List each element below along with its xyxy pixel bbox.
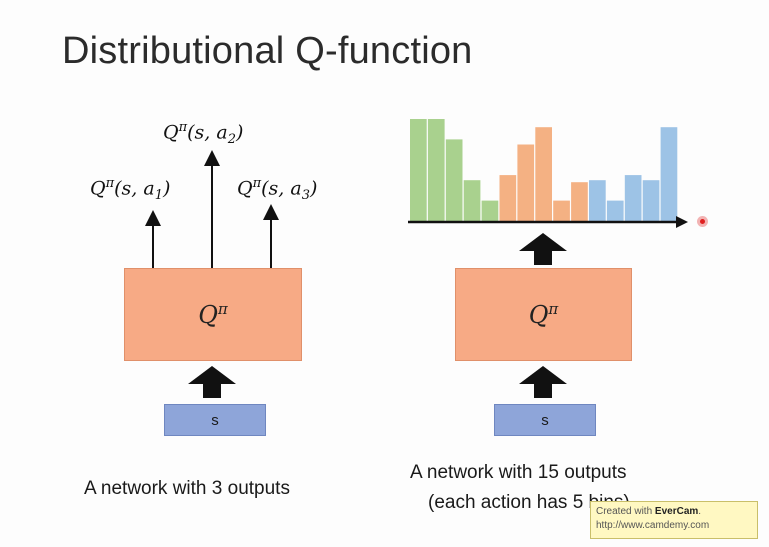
histogram-bin bbox=[445, 139, 463, 221]
left-caption: A network with 3 outputs bbox=[84, 478, 290, 499]
histogram-bin bbox=[624, 175, 642, 221]
histogram-bin bbox=[553, 200, 570, 221]
input-arrow-left bbox=[188, 366, 236, 398]
input-arrow-right bbox=[519, 366, 567, 398]
right-network-label: Qπ bbox=[528, 300, 559, 329]
histogram-bin bbox=[571, 182, 588, 221]
histogram-bin bbox=[427, 119, 445, 221]
evercam-watermark: Created with EverCam. http://www.camdemy… bbox=[590, 501, 758, 539]
left-network-label: Qπ bbox=[198, 300, 228, 329]
right-caption-line2: (each action has 5 bins) bbox=[428, 492, 630, 513]
histogram-bin bbox=[660, 127, 678, 221]
left-state-input: s bbox=[164, 404, 266, 436]
left-network-box: Qπ bbox=[124, 268, 302, 361]
distribution-histogram bbox=[410, 119, 678, 221]
right-caption-line1: A network with 15 outputs bbox=[410, 462, 627, 483]
histogram-bin bbox=[463, 180, 481, 221]
output-arrow-right bbox=[519, 233, 567, 265]
histogram-axis-arrowhead bbox=[676, 216, 688, 228]
slide-title: Distributional Q-function bbox=[62, 30, 473, 72]
histogram-bin bbox=[499, 175, 517, 221]
histogram-bin bbox=[606, 200, 624, 221]
right-network-box: Qπ bbox=[455, 268, 632, 361]
histogram-bin bbox=[517, 144, 535, 221]
histogram-bin bbox=[481, 200, 499, 221]
output-label-a3: Qπ(s, a3) bbox=[237, 176, 318, 204]
right-state-input: s bbox=[494, 404, 596, 436]
output-label-a2: Qπ(s, a2) bbox=[163, 120, 244, 148]
histogram-bin bbox=[410, 119, 427, 221]
histogram-bin bbox=[642, 180, 660, 221]
histogram-bin bbox=[535, 127, 552, 221]
histogram-bin bbox=[589, 180, 606, 221]
output-label-a1: Qπ(s, a1) bbox=[90, 176, 171, 204]
laser-pointer-dot bbox=[697, 216, 708, 227]
